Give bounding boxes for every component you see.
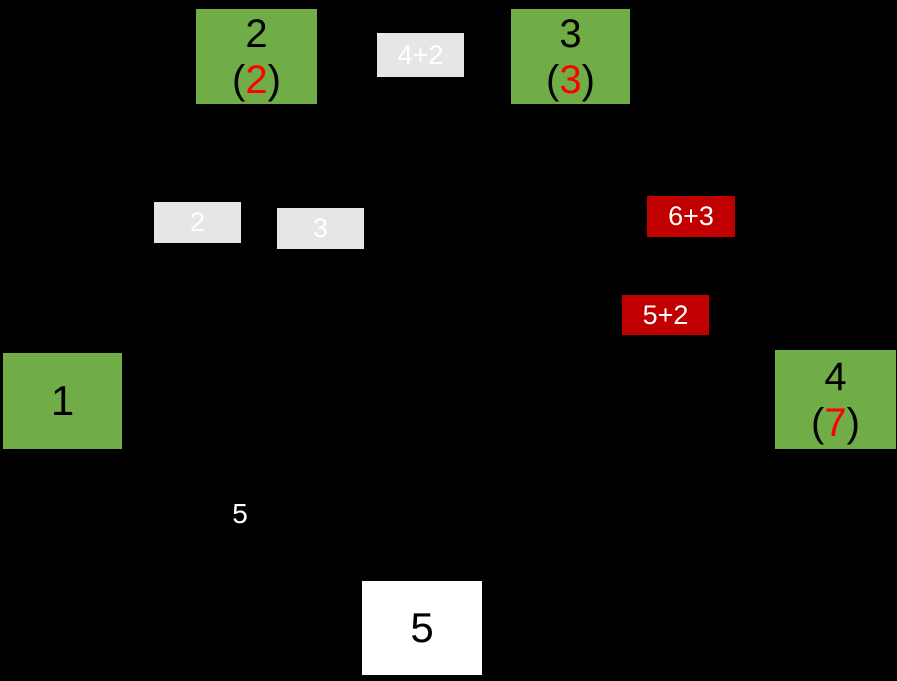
node-1-label: 1 (50, 377, 75, 424)
node-2-cost-paren-open: ( (232, 57, 246, 102)
calc-label-5-plus-2: 5+2 (622, 295, 709, 335)
node-4-cost-value: 7 (824, 400, 847, 445)
graph-node-5: 5 (362, 581, 482, 675)
node-3-cost-paren-open: ( (546, 57, 560, 102)
node-3-cost-paren-close: ) (581, 57, 595, 102)
node-4-cost-paren-close: ) (846, 400, 860, 445)
calc-label-6-plus-3: 6+3 (647, 196, 735, 237)
node-3-cost-value: 3 (559, 57, 582, 102)
node-4-label: 4 (824, 354, 847, 399)
node-3-cost: (3) (546, 57, 595, 103)
graph-node-4: 4 (7) (775, 350, 896, 449)
edge-weight-label-5: 5 (232, 498, 248, 529)
calc-label-4-plus-2: 4+2 (377, 33, 464, 77)
edge-weight-label-2: 2 (154, 202, 241, 243)
node-4-cost-paren-open: ( (811, 400, 825, 445)
node-4-cost: (7) (811, 400, 860, 446)
node-2-label: 2 (245, 11, 268, 56)
node-2-cost: (2) (232, 57, 281, 103)
node-2-cost-value: 2 (245, 57, 268, 102)
node-2-cost-paren-close: ) (267, 57, 281, 102)
graph-node-1: 1 (3, 353, 122, 449)
graph-node-2: 2 (2) (196, 9, 317, 104)
edge-weight-label-3: 3 (277, 208, 364, 249)
graph-node-3: 3 (3) (511, 9, 630, 104)
node-5-label: 5 (410, 604, 434, 651)
node-3-label: 3 (559, 11, 582, 56)
